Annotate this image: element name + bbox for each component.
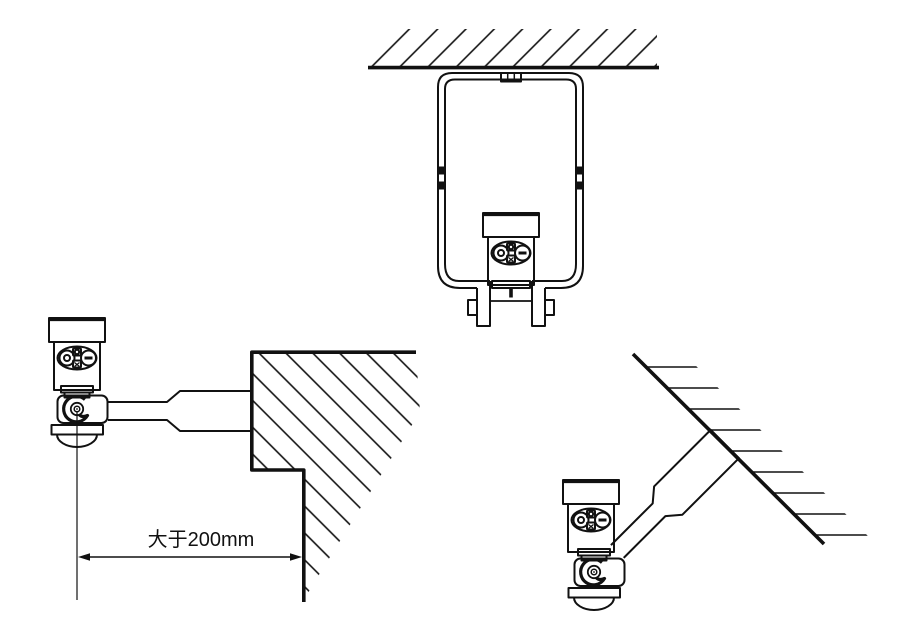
slope-mount-figure <box>561 352 876 612</box>
wall-arm <box>108 390 252 432</box>
arrowhead-left-icon <box>78 553 90 561</box>
latch-notch <box>576 181 583 190</box>
ceiling-hatch <box>369 29 657 66</box>
wall-hatch <box>251 354 420 602</box>
arrowhead-right-icon <box>290 553 302 561</box>
top-clip <box>500 72 522 83</box>
wall-edge <box>250 350 416 602</box>
hoop-bracket-inner <box>444 78 577 282</box>
leg-tab <box>467 299 478 316</box>
latch-notch <box>576 166 583 175</box>
leg-tab <box>544 299 555 316</box>
dimension-label: 大于200mm <box>148 528 255 551</box>
mount-pin <box>509 288 513 298</box>
latch-notch <box>438 181 445 190</box>
slope-hatch <box>635 357 876 544</box>
slope-arm <box>610 428 740 559</box>
slope-line <box>631 352 826 546</box>
latch-notch <box>438 166 445 175</box>
wall-mount-figure: 大于200mm <box>47 316 420 602</box>
ceiling-mount-figure <box>368 29 659 327</box>
